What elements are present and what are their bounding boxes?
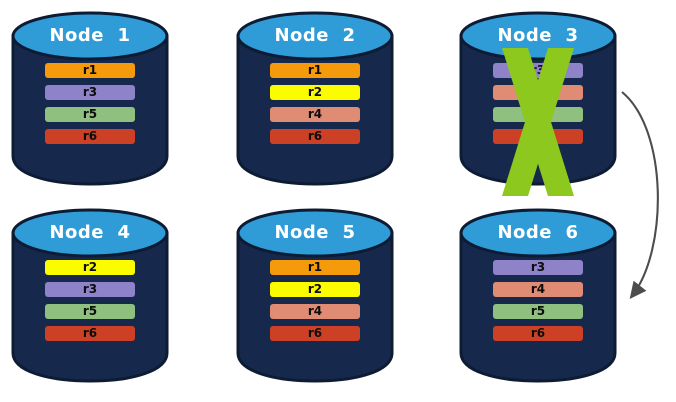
record-bar[interactable]: r3 xyxy=(45,282,135,297)
record-bar[interactable]: r4 xyxy=(493,282,583,297)
record-bar[interactable]: r1 xyxy=(270,63,360,78)
cylinder-top xyxy=(459,208,617,258)
node-3[interactable]: Node 3r3r4r5r6 xyxy=(458,8,618,196)
record-list: r1 r3 r5 r6 xyxy=(45,63,135,151)
record-bar[interactable]: r4 xyxy=(270,107,360,122)
cylinder-top xyxy=(11,208,169,258)
cylinder-top xyxy=(459,11,617,61)
record-list: r1 r2 r4 r6 xyxy=(270,63,360,151)
cylinder-top xyxy=(236,11,394,61)
failover-arrow-path xyxy=(621,91,659,299)
record-bar[interactable]: r1 xyxy=(45,63,135,78)
record-bar[interactable]: r3 xyxy=(45,85,135,100)
record-bar[interactable]: r3 xyxy=(493,260,583,275)
x-mark-icon xyxy=(502,48,574,196)
record-bar[interactable]: r5 xyxy=(493,304,583,319)
record-list: r3 r4 r5 r6 xyxy=(493,260,583,348)
record-bar[interactable]: r6 xyxy=(270,129,360,144)
cylinder-top xyxy=(11,11,169,61)
record-bar[interactable]: r2 xyxy=(270,85,360,100)
record-list: r2 r3 r5 r6 xyxy=(45,260,135,348)
record-bar[interactable]: r1 xyxy=(270,260,360,275)
record-bar[interactable]: r6 xyxy=(45,326,135,341)
record-bar[interactable]: r2 xyxy=(45,260,135,275)
record-bar[interactable]: r2 xyxy=(270,282,360,297)
record-bar[interactable]: r4 xyxy=(270,304,360,319)
record-list: r1 r2 r4 r6 xyxy=(270,260,360,348)
cylinder-top xyxy=(236,208,394,258)
record-bar[interactable]: r6 xyxy=(270,326,360,341)
record-bar[interactable]: r6 xyxy=(45,129,135,144)
record-bar[interactable]: r5 xyxy=(45,107,135,122)
record-bar[interactable]: r5 xyxy=(45,304,135,319)
record-bar[interactable]: r6 xyxy=(493,326,583,341)
